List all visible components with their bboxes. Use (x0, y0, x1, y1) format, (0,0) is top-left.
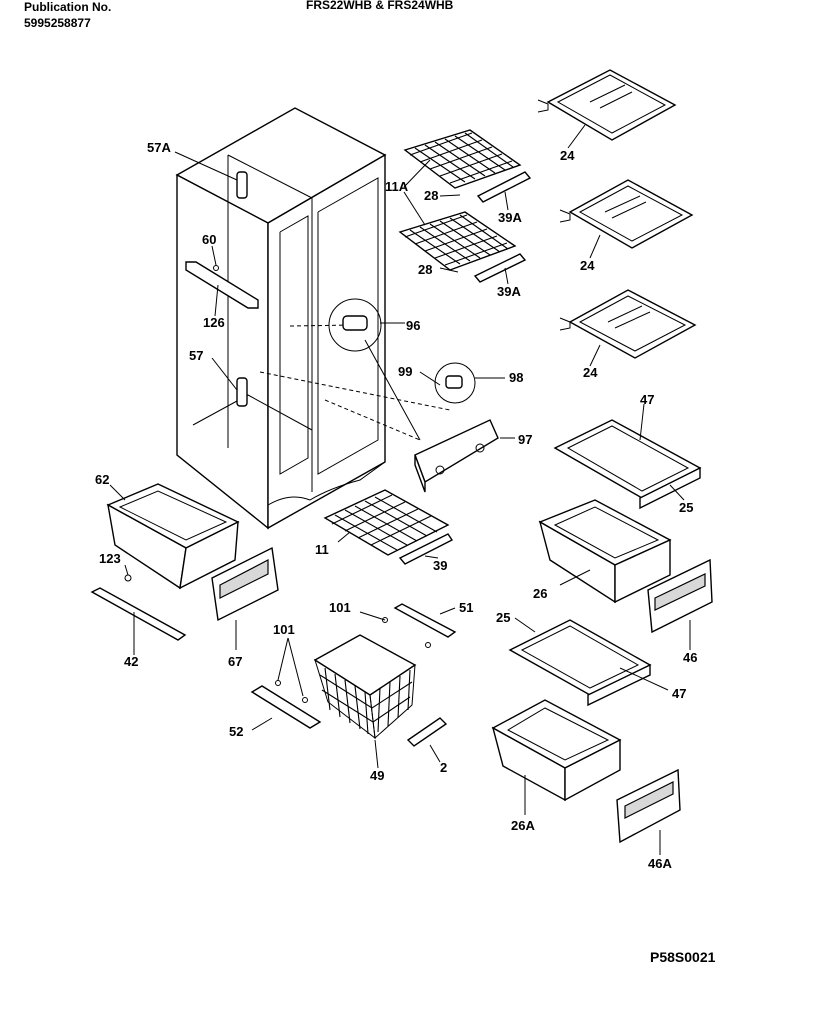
freezer-bin-front (211, 546, 279, 622)
crisper-cover-upper (553, 419, 702, 510)
callout-47-upper: 47 (640, 392, 654, 407)
callout-24-bottom: 24 (583, 365, 598, 380)
glass-shelf-1 (537, 69, 677, 141)
freezer-wire-shelf-lower (398, 211, 527, 283)
assembly-dash-lines (259, 324, 451, 441)
glass-shelf-3 (559, 289, 697, 359)
cabinet (175, 107, 387, 530)
callout-101-lower: 101 (273, 622, 295, 637)
callout-96: 96 (406, 318, 420, 333)
freezer-bin (106, 483, 240, 590)
crisper-drawer (538, 499, 672, 604)
callout-2: 2 (440, 760, 447, 775)
callout-46A: 46A (648, 856, 672, 871)
drawing-code: P58S0021 (650, 949, 716, 965)
model-numbers: FRS22WHB & FRS24WHB (306, 0, 454, 12)
glass-shelf-2 (559, 179, 694, 249)
callout-123: 123 (99, 551, 121, 566)
wire-basket (313, 634, 417, 740)
callout-28-lower: 28 (418, 262, 432, 277)
publication-label: Publication No. (24, 0, 112, 14)
callout-101-upper: 101 (329, 600, 351, 615)
bin-support-rail (90, 574, 187, 641)
callout-57A: 57A (147, 140, 171, 155)
crisper-cover-lower (508, 619, 652, 707)
basket-rail-2 (406, 717, 448, 747)
callout-49: 49 (370, 768, 384, 783)
crisper-drawer-lower-front (616, 768, 681, 844)
callout-62: 62 (95, 472, 109, 487)
callout-26: 26 (533, 586, 547, 601)
callout-25-upper: 25 (679, 500, 693, 515)
callout-47-lower: 47 (672, 686, 686, 701)
callout-99: 99 (398, 364, 412, 379)
leader-lines (109, 124, 691, 855)
callout-24-top: 24 (560, 148, 575, 163)
basket-rail-52 (250, 680, 322, 729)
detail-circle-98 (434, 362, 505, 404)
callout-60: 60 (202, 232, 216, 247)
callout-39: 39 (433, 558, 447, 573)
callout-11A: 11A (385, 179, 409, 194)
freezer-wire-shelf-upper (403, 129, 532, 203)
callout-24-middle: 24 (580, 258, 595, 273)
callout-57: 57 (189, 348, 203, 363)
freezer-wire-shelf-bottom (323, 489, 454, 565)
basket-rail-51 (382, 603, 457, 648)
callout-26A: 26A (511, 818, 535, 833)
publication-number: 5995258877 (24, 16, 91, 30)
callout-51: 51 (459, 600, 473, 615)
callout-39A-upper: 39A (498, 210, 522, 225)
detail-circle-96 (328, 298, 405, 352)
callout-97: 97 (518, 432, 532, 447)
callout-98: 98 (509, 370, 523, 385)
crisper-drawer-lower (491, 699, 622, 802)
callout-labels: 57A 60 126 57 62 123 42 67 11A 28 39A 28… (95, 140, 697, 871)
callout-52: 52 (229, 724, 243, 739)
callout-42: 42 (124, 654, 138, 669)
callout-39A-lower: 39A (497, 284, 521, 299)
callout-11: 11 (315, 542, 329, 557)
callout-126: 126 (203, 315, 225, 330)
control-housing (414, 419, 515, 493)
crisper-drawer-front (647, 558, 713, 634)
callout-67: 67 (228, 654, 242, 669)
callout-46: 46 (683, 650, 697, 665)
callout-25-lower: 25 (496, 610, 510, 625)
callout-28-upper: 28 (424, 188, 438, 203)
